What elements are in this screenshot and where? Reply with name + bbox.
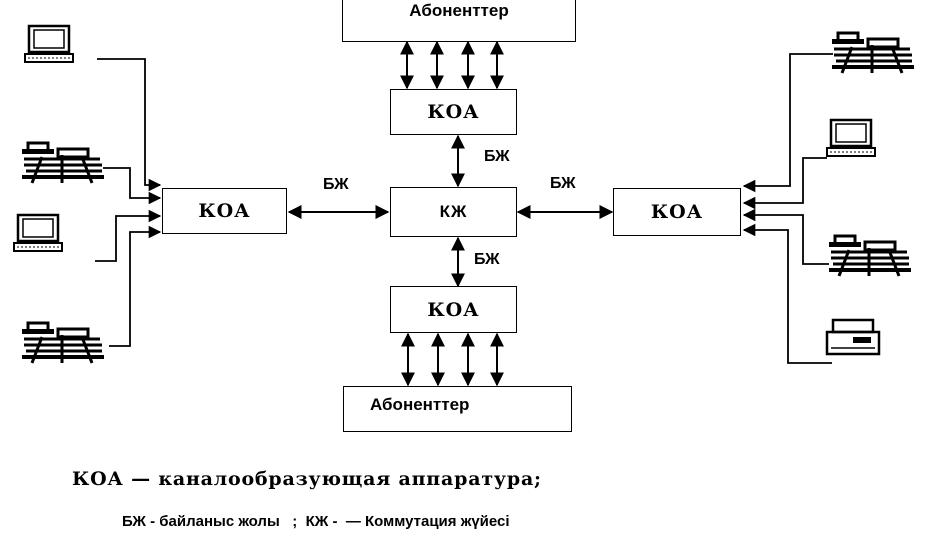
top-abonents-box: Абоненттер xyxy=(342,0,576,42)
koa-right-label: КОА xyxy=(650,201,704,223)
link-label-left: БЖ xyxy=(323,176,349,193)
computer-terminal-icon xyxy=(12,213,64,253)
kj-center-box: КЖ xyxy=(390,187,517,237)
bottom-abonents-box: Абоненттер xyxy=(343,386,572,432)
koa-left-box: КОА xyxy=(162,188,287,234)
koa-right-box: КОА xyxy=(613,188,741,236)
telegraph-apparatus-icon xyxy=(20,141,106,185)
computer-terminal-icon xyxy=(23,24,75,64)
legend-kj: КЖ - — Коммутация жүйесі xyxy=(305,513,510,530)
koa-left-label: КОА xyxy=(198,200,251,222)
top-abonents-label: Абоненттер xyxy=(409,1,509,20)
link-label-right: БЖ xyxy=(550,175,576,192)
bottom-abonent-links xyxy=(401,332,504,387)
legend-separator: ; xyxy=(292,513,298,530)
bottom-abonents-label: Абоненттер xyxy=(370,395,470,414)
legend-koa: КОА — каналообразующая аппаратура; xyxy=(72,468,542,490)
telegraph-apparatus-icon xyxy=(827,234,913,278)
printer-icon xyxy=(825,318,881,356)
computer-terminal-icon xyxy=(825,118,877,158)
koa-bottom-box: КОА xyxy=(390,286,517,333)
kj-center-label: КЖ xyxy=(439,202,468,221)
legend-bj: БЖ - байланыс жолы xyxy=(122,513,280,530)
koa-top-label: КОА xyxy=(427,101,480,123)
telegraph-apparatus-icon xyxy=(830,31,916,75)
legend-abbreviations: БЖ - байланыс жолы ; КЖ - — Коммутация ж… xyxy=(122,513,510,530)
right-subscriber-lines xyxy=(742,53,833,364)
link-label-top: БЖ xyxy=(484,148,510,165)
koa-bottom-label: КОА xyxy=(427,298,480,321)
left-subscriber-lines xyxy=(95,58,162,347)
koa-top-box: КОА xyxy=(390,89,517,135)
link-label-bottom: БЖ xyxy=(474,251,500,268)
top-abonent-links xyxy=(400,40,504,90)
telegraph-apparatus-icon xyxy=(20,321,106,365)
